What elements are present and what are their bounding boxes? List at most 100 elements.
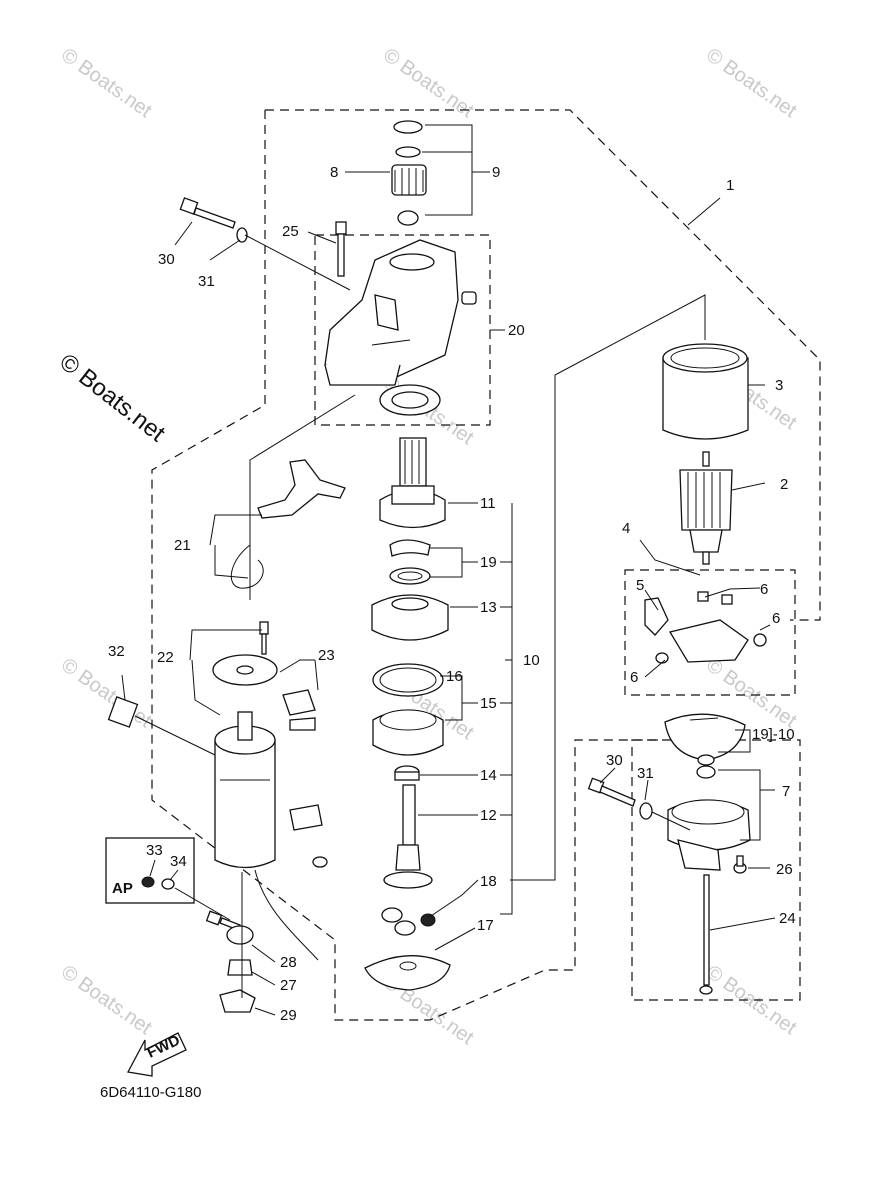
part-label-26: 26 [776,861,793,878]
link-wire [249,394,356,600]
part-label-30b: 30 [606,752,623,769]
leader-21 [209,514,262,579]
fwd-arrow: FWD [127,1032,187,1077]
part-label-4: 4 [622,520,630,537]
leader-30-31 [174,221,241,261]
bolt-25 [335,221,347,277]
part-label-16: 16 [446,668,463,685]
part-label-30a: 30 [158,251,175,268]
bracket-3 [554,294,706,376]
pinion-gear-8 [391,120,427,226]
watermark: © Boats.net [57,654,156,732]
leader-2 [731,482,766,491]
part-label-11: 11 [480,495,496,512]
part-label-31b: 31 [637,765,654,782]
part-label-8: 8 [330,164,338,181]
part-label-25: 25 [282,223,299,240]
part-label-24: 24 [779,910,796,927]
ap-label: AP [112,880,133,897]
part-label-29: 29 [280,1007,297,1024]
leaders-30-31-right [599,767,649,801]
part-label-22: 22 [157,649,174,666]
part-label-21: 21 [174,537,191,554]
leader-1 [687,197,721,226]
ap-box [105,837,195,904]
clutch-11 [379,437,446,529]
cover-29 [219,989,256,1013]
part-label-9: 9 [492,164,500,181]
part-label-27: 27 [280,977,297,994]
center-leaders [418,502,479,951]
part-label-6c: 6 [630,669,638,686]
gasket-22-hole [236,665,254,675]
bolt-30-right [587,777,691,831]
shaft-12 [383,784,433,889]
watermark-large: © Boats.net [54,348,170,447]
part-label-7: 7 [782,783,790,800]
watermark: © Boats.net [379,44,478,122]
part-label-12: 12 [480,807,497,824]
leader-7 [718,769,775,841]
assembly-4-box [624,569,796,696]
bearing-20 [379,384,441,416]
watermark: © Boats.net [702,44,801,122]
leader-24 [709,917,776,931]
screw-26 [733,855,747,874]
planet-gear-18 [381,907,436,936]
leader-19-10 [718,729,751,753]
part-label-32: 32 [108,643,125,660]
plunger-23b [289,717,316,731]
bracket-10-ticks [500,561,512,816]
part-label-6b: 6 [772,610,780,627]
plunger-23a [282,689,316,716]
bolt-axis [244,234,351,291]
leaders-27-29 [251,944,276,1016]
armature-2 [679,451,733,565]
leader-23 [279,659,319,691]
clip-19 [389,539,431,585]
terminal-bolt-28 [205,910,254,945]
diagram-code: 6D64110-G180 [100,1084,201,1101]
shift-lever-21 [230,459,346,589]
part-label-6a: 6 [760,581,768,598]
part-label-23: 23 [318,647,335,664]
leader-9 [422,124,473,216]
assembly-7-box [631,739,801,1001]
gear-case-13 [371,594,449,641]
plate-17 [364,955,451,991]
bolt-22 [259,621,269,655]
part-label-31a: 31 [198,273,215,290]
part-label-5: 5 [636,577,644,594]
bushing-14 [394,765,420,781]
part-label-17: 17 [477,917,494,934]
solenoid-22 [214,711,276,869]
assembly-10-bracket [510,375,556,881]
part-label-20: 20 [508,322,525,339]
leader-22 [189,629,262,716]
brush-plate-19 [664,713,746,766]
part-label-18: 18 [480,873,497,890]
watermark: © Boats.net [57,961,156,1039]
assembly-20-box [314,234,491,426]
ap-kit [105,837,231,921]
lead-wire [254,869,319,961]
label-32 [107,696,139,728]
leaders-4-6 [639,539,771,678]
part-label-1: 1 [726,177,734,194]
part-label-3: 3 [775,377,783,394]
part-label-34: 34 [170,853,187,870]
leader-32 [121,674,216,756]
brush-holder-4 [644,591,767,664]
lead-terminal [312,856,328,868]
part-label-19: 19 [480,554,497,571]
assembly-boundaries [151,109,821,1021]
rear-cover-7 [667,765,751,871]
part-label-14: 14 [480,767,497,784]
part-label-15: 15 [480,695,497,712]
boot-part [289,804,323,831]
leader-25 [307,231,337,244]
part-label-28: 28 [280,954,297,971]
part-label-19-10: 19]-10 [752,726,795,743]
yoke-3 [662,343,749,440]
